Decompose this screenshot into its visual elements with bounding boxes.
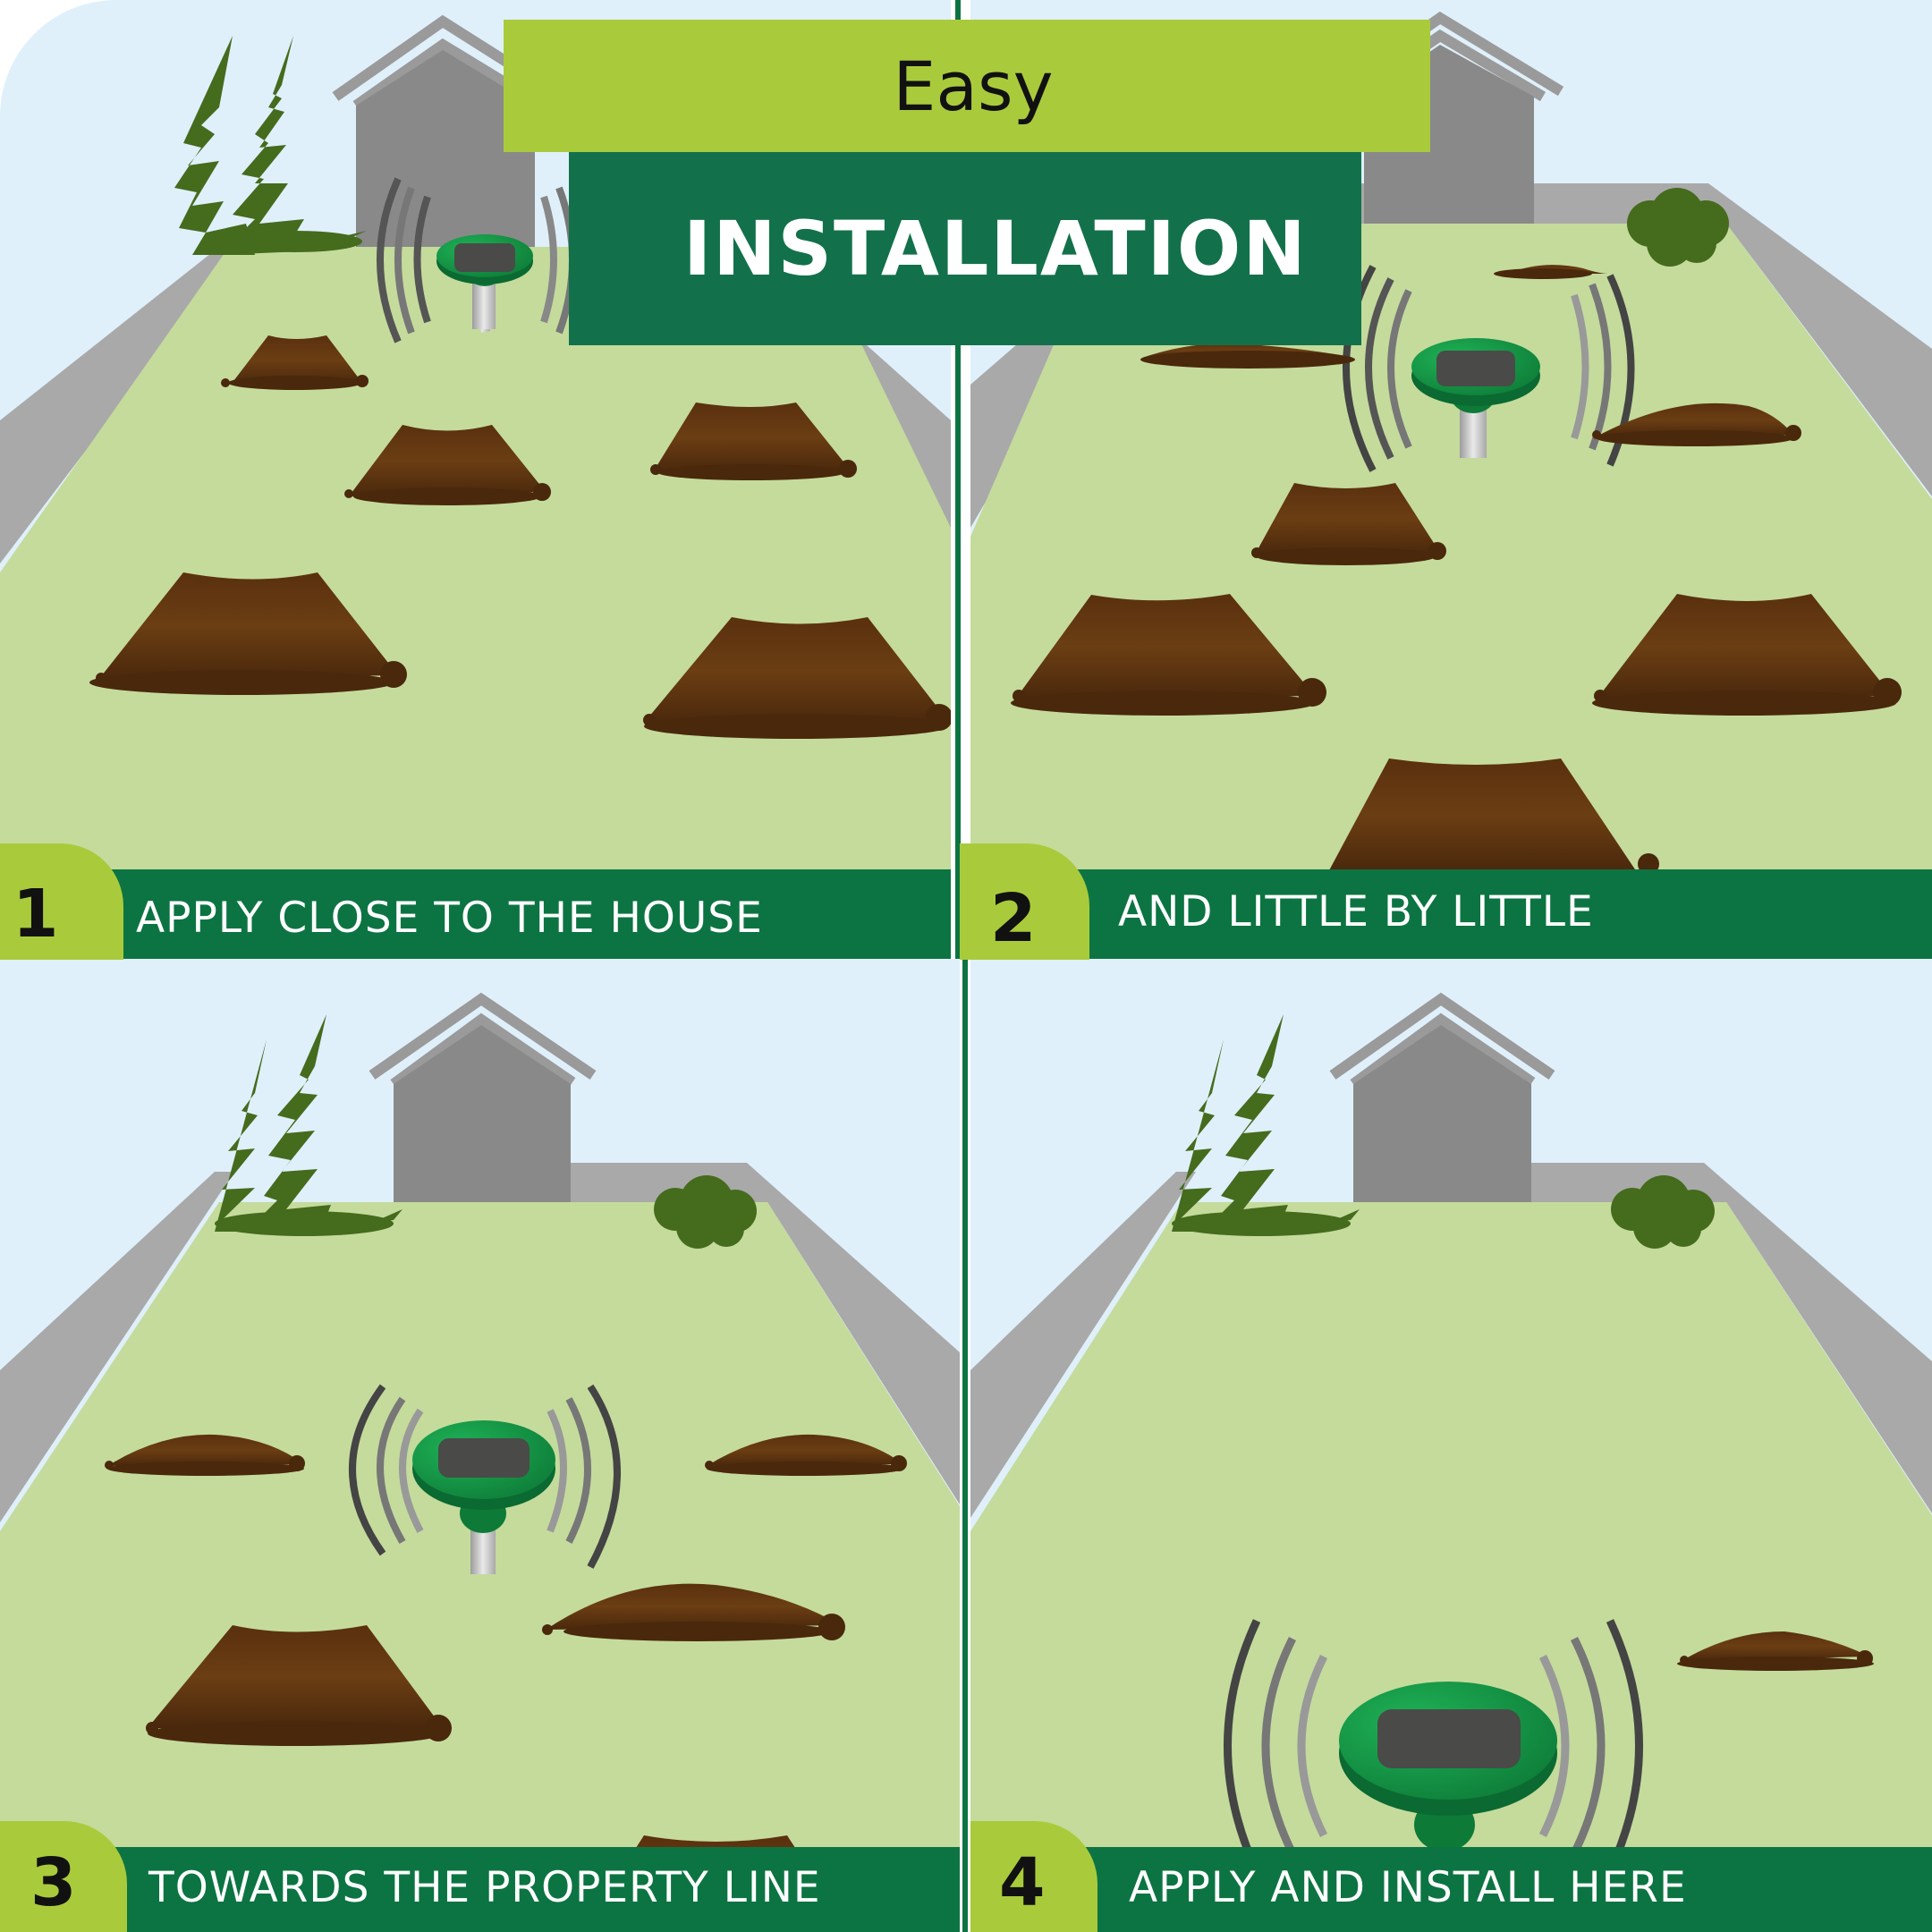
step-1-number: 1 [13, 876, 59, 953]
center-line-bottom [962, 959, 968, 1932]
step-1-label: APPLY CLOSE TO THE HOUSE [136, 894, 763, 943]
trees [1172, 1014, 1360, 1236]
step-2-label: AND LITTLE BY LITTLE [1118, 887, 1594, 936]
step-3-number: 3 [30, 1844, 77, 1921]
step-4-bar [970, 1847, 1932, 1932]
molehills [1015, 265, 1892, 872]
ultrasonic-device [377, 177, 576, 343]
right-wall [1530, 1163, 1932, 1513]
molehill-crumbs [89, 375, 951, 739]
house [369, 992, 597, 1202]
right-wall [564, 1163, 960, 1504]
bush [1627, 188, 1729, 267]
title-installation-text: INSTALLATION [683, 205, 1308, 292]
title-easy-banner: Easy [504, 20, 1430, 152]
molehill-crumbs [1011, 268, 1902, 875]
scene-towards-property-line [0, 992, 960, 1932]
scene-install-here [970, 992, 1932, 1932]
scene-close-to-house [0, 14, 951, 959]
center-line-top [955, 0, 961, 959]
panel-step-3 [0, 959, 960, 1932]
left-wall [970, 1172, 1196, 1518]
title-easy-text: Easy [893, 46, 1054, 126]
molehills [98, 335, 951, 724]
ultrasonic-device [1224, 1619, 1643, 1932]
trees [174, 36, 367, 255]
step-4-number: 4 [999, 1844, 1046, 1921]
trees [215, 1014, 402, 1236]
step-2-number: 2 [990, 880, 1037, 957]
step-2-bar [960, 869, 1932, 959]
title-installation-banner: INSTALLATION [569, 152, 1361, 345]
bush [1611, 1175, 1715, 1249]
molehill-crumbs [105, 1455, 907, 1746]
ultrasonic-device [349, 1384, 621, 1574]
panel-step-4 [970, 959, 1932, 1932]
step-4-badge [970, 1821, 1097, 1932]
house [1329, 992, 1555, 1202]
step-3-bar [0, 1847, 960, 1932]
ultrasonic-device [1343, 265, 1635, 472]
step-1-bar [0, 869, 951, 959]
lawn [970, 1202, 1932, 1932]
step-3-badge [0, 1821, 127, 1932]
step-4-label: APPLY AND INSTALL HERE [1129, 1863, 1687, 1912]
molehill-crumbs [1677, 1650, 1874, 1671]
right-wall [1355, 183, 1932, 496]
step-2-badge [960, 843, 1089, 960]
step-1-badge [0, 843, 123, 960]
step-3-label: TOWARDS THE PROPERTY LINE [148, 1863, 821, 1912]
left-wall [0, 1172, 234, 1522]
bush [654, 1175, 757, 1249]
